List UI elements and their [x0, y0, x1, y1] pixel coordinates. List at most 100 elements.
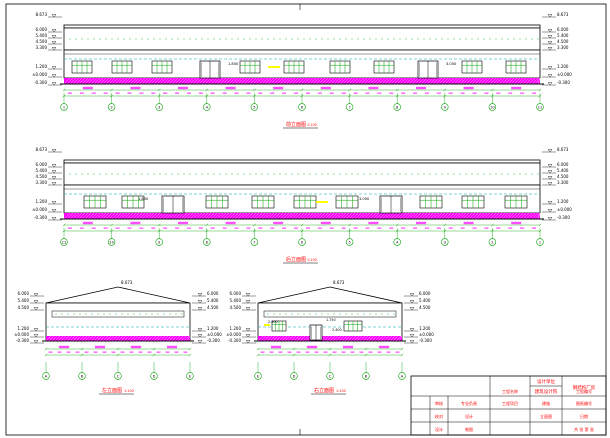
back-plinth-hatch: [162, 212, 170, 220]
front-fascia-dot: [435, 38, 437, 40]
back-fascia-dot: [429, 173, 431, 175]
right-band-dot: [375, 313, 377, 315]
right-plinth-hatch: [338, 335, 345, 342]
back-dim-tick: [62, 223, 66, 227]
back-plinth-hatch: [330, 212, 338, 220]
right-dim-subvalue-mark: [359, 351, 364, 353]
right-plinth-hatch: [362, 335, 369, 342]
front-plinth-hatch: [90, 77, 98, 85]
back-fascia-dot: [171, 173, 173, 175]
left-band-dot: [151, 313, 153, 315]
left-plinth-hatch: [156, 335, 163, 342]
front-fascia: [63, 27, 541, 51]
right-dim-tick: [364, 347, 368, 351]
left-dim-subvalue-mark: [138, 351, 143, 353]
right-plinth-hatch: [371, 335, 378, 342]
right-plinth-hatch: [287, 335, 294, 342]
front-dim-subvalue-mark: [532, 92, 537, 94]
front-dim-subvalue-mark: [460, 92, 465, 94]
front-fascia-dot: [207, 38, 209, 40]
back-plinth-hatch: [318, 212, 326, 220]
left-ridge-level: 8.673: [121, 280, 133, 285]
back-plinth-hatch: [366, 212, 374, 220]
back-dim-value-mark: [178, 221, 188, 225]
right-note-b: 1.750: [326, 318, 336, 322]
left-dim-tick: [188, 347, 192, 351]
front-dim-subvalue-mark: [246, 92, 251, 94]
front-dim-tick: [110, 88, 113, 92]
back-plinth-hatch: [192, 212, 200, 220]
back-plinth-hatch: [198, 212, 206, 220]
left-dim-tick: [116, 353, 120, 357]
front-dim-subvalue-mark: [329, 92, 334, 94]
front-window-note-b: 3.000: [446, 62, 457, 66]
back-dim-subvalue-mark: [317, 227, 322, 229]
front-fascia-dot: [513, 38, 515, 40]
front-grid-label: 5: [253, 105, 255, 109]
back-fascia-dot: [75, 173, 77, 175]
back-plinth-hatch: [432, 212, 440, 220]
front-dim-subvalue-mark: [448, 92, 453, 94]
front-plinth-hatch: [102, 77, 110, 85]
back-fascia-dot: [483, 173, 485, 175]
front-left-top-level-symbol: [51, 47, 57, 51]
right-band-dot: [357, 313, 359, 315]
left-dim-subvalue-mark: [156, 351, 161, 353]
left-right-bottom-level-label: -0.300: [207, 338, 220, 343]
front-fascia-dot: [291, 38, 293, 40]
front-plinth-hatch: [354, 77, 362, 85]
left-plinth-hatch: [96, 335, 103, 342]
back-plinth-hatch: [483, 212, 491, 220]
front-plinth-hatch: [525, 77, 533, 85]
right-plinth-hatch: [347, 335, 354, 342]
front-right-bottom-level-symbol: [547, 82, 553, 86]
back-plinth-hatch: [171, 212, 179, 220]
left-dim-tick: [44, 353, 48, 357]
right-plinth-hatch: [329, 335, 336, 342]
front-fascia-dot: [93, 38, 95, 40]
back-dim-subvalue-mark: [413, 227, 418, 229]
front-fascia-dot: [507, 38, 509, 40]
back-plinth-hatch: [507, 212, 515, 220]
front-grid-bubble: [155, 103, 163, 111]
back-fascia-dot: [315, 173, 317, 175]
front-plinth-hatch: [255, 77, 263, 85]
left-right-top-level-label: 4.500: [207, 305, 219, 310]
right-band-dot: [321, 313, 323, 315]
back-dim-subvalue-mark: [258, 227, 263, 229]
right-plinth-hatch: [281, 335, 288, 342]
right-band-dot: [267, 313, 269, 315]
left-dim-value-mark: [167, 345, 177, 349]
front-fascia-dot: [225, 38, 227, 40]
title-block-cell: 审核: [435, 400, 443, 406]
left-plinth-hatch: [105, 335, 112, 342]
back-fascia-dot: [309, 173, 311, 175]
back-dim-tick: [395, 223, 399, 227]
front-left-top-level-symbol: [51, 35, 57, 39]
back-plinth-hatch: [201, 212, 209, 220]
front-dim-subvalue-mark: [436, 92, 441, 94]
back-plinth-hatch: [513, 212, 521, 220]
back-grid-label: 4: [396, 240, 399, 244]
front-grid-label: 9: [444, 105, 447, 109]
back-dim-tick: [157, 223, 161, 227]
front-dim-value-mark: [416, 86, 426, 90]
back-fascia-dot: [375, 173, 377, 175]
back-plinth-hatch: [492, 212, 500, 220]
right-plinth-hatch: [365, 335, 372, 342]
right-band-dot: [279, 313, 281, 315]
right-plinth-hatch: [266, 335, 273, 342]
front-plinth-hatch: [459, 77, 467, 85]
back-plinth-hatch: [138, 212, 146, 220]
front-dim-subvalue-mark: [175, 92, 180, 94]
back-dim-subvalue-mark: [496, 227, 501, 229]
front-plinth-hatch: [330, 77, 338, 85]
back-plinth-hatch: [351, 212, 359, 220]
back-plinth-hatch: [129, 212, 137, 220]
left-left-bottom-level-label: ±0.000: [14, 332, 29, 337]
back-dim-tick: [110, 223, 113, 227]
front-right-bottom-level-symbol: [547, 66, 553, 70]
back-dim-subvalue-mark: [127, 227, 132, 229]
front-plinth-hatch: [228, 77, 236, 85]
